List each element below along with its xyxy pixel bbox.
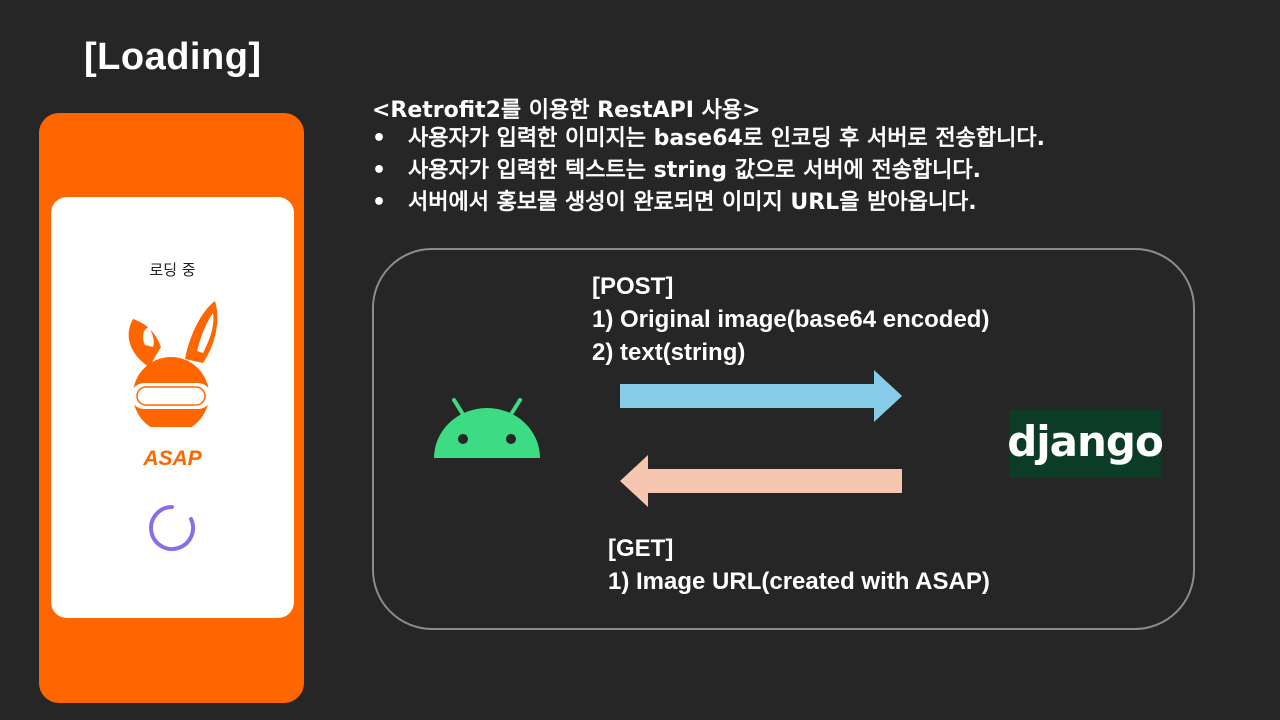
section-heading: <Retrofit2를 이용한 RestAPI 사용> (372, 98, 761, 123)
bullet-char: • (372, 158, 387, 183)
asap-logo-text: ASAP (143, 447, 202, 470)
get-request-label: [GET] 1) Image URL(created with ASAP) (608, 532, 990, 598)
android-icon (434, 398, 540, 458)
bullet-list: •사용자가 입력한 이미지는 base64로 인코딩 후 서버로 전송합니다. … (372, 123, 1045, 219)
phone-screen: 로딩 중 ASAP (51, 197, 294, 618)
get-line-1: 1) Image URL(created with ASAP) (608, 568, 990, 595)
phone-mockup: 로딩 중 ASAP (39, 113, 304, 703)
django-logo: django (1007, 410, 1164, 478)
bullet-text: 사용자가 입력한 이미지는 base64로 인코딩 후 서버로 전송합니다. (408, 126, 1045, 151)
post-arrow-icon (620, 370, 902, 422)
slide-title: [Loading] (84, 36, 262, 78)
post-method: [POST] (592, 273, 674, 300)
bullet-text: 서버에서 홍보물 생성이 완료되면 이미지 URL을 받아옵니다. (408, 190, 977, 215)
get-method: [GET] (608, 535, 674, 562)
bullet-char: • (372, 190, 387, 215)
post-request-label: [POST] 1) Original image(base64 encoded)… (592, 270, 989, 369)
loading-text: 로딩 중 (149, 261, 196, 279)
list-item: • 사용자가 입력한 텍스트는 string 값으로 서버에 전송합니다. (372, 155, 1045, 187)
list-item: • 서버에서 홍보물 생성이 완료되면 이미지 URL을 받아옵니다. (372, 187, 1045, 219)
bullet-text: 사용자가 입력한 텍스트는 string 값으로 서버에 전송합니다. (408, 158, 982, 183)
post-line-1: 1) Original image(base64 encoded) (592, 306, 990, 333)
bullet-char: • (372, 126, 387, 151)
django-logo-text: django (1007, 416, 1164, 466)
api-diagram-frame (372, 248, 1195, 630)
post-line-2: 2) text(string) (592, 339, 746, 366)
get-arrow-icon (620, 455, 902, 507)
rabbit-logo-icon (128, 301, 218, 427)
list-item: • 사용자가 입력한 이미지는 base64로 인코딩 후 서버로 전송합니다. (372, 123, 1045, 155)
loading-spinner-icon (149, 505, 195, 551)
